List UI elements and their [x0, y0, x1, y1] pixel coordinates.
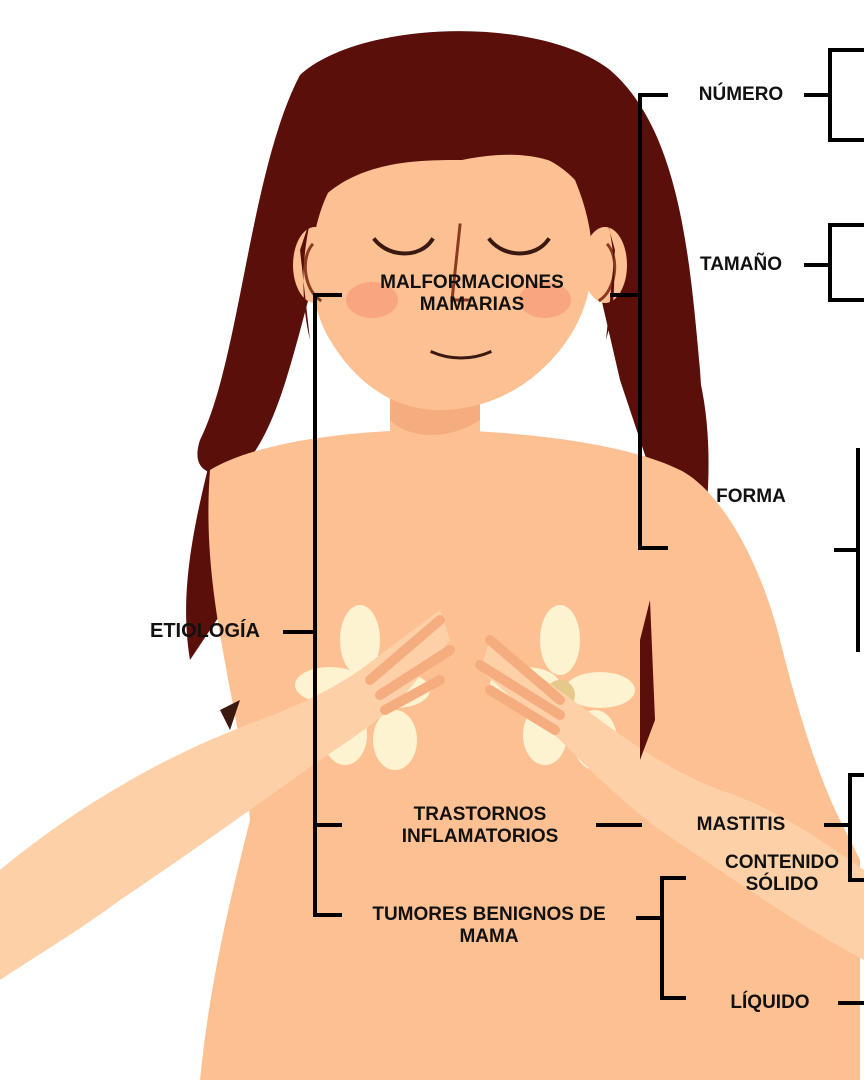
- root-label-etiologia: ETIOLOGÍA: [120, 620, 290, 642]
- sub-label-tamano: TAMAÑO: [676, 254, 806, 276]
- sub-label-contenido-solido: CONTENIDO SÓLIDO: [700, 852, 864, 896]
- branch-label-malformaciones: MALFORMACIONES MAMARIAS: [352, 272, 592, 316]
- branch-label-trastornos: TRASTORNOS INFLAMATORIOS: [370, 804, 590, 848]
- sub-label-numero: NÚMERO: [676, 84, 806, 106]
- branch-label-tumores: TUMORES BENIGNOS DE MAMA: [344, 904, 634, 948]
- sub-label-forma: FORMA: [686, 486, 816, 508]
- sub-label-mastitis: MASTITIS: [656, 814, 826, 836]
- sub-label-liquido: LÍQUIDO: [700, 992, 840, 1014]
